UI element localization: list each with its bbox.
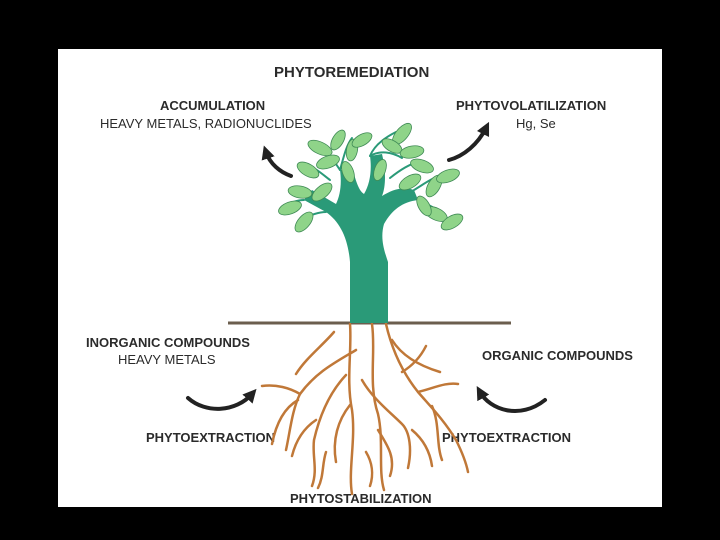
arrows <box>186 121 547 414</box>
accumulation-heading: ACCUMULATION <box>160 98 266 113</box>
phytovolatilization-detail: Hg, Se <box>516 116 556 131</box>
organic-arrow <box>476 386 547 414</box>
roots <box>260 322 470 496</box>
accumulation-detail: HEAVY METALS, RADIONUCLIDES <box>100 116 312 131</box>
phytoextraction-right-label: PHYTOEXTRACTION <box>442 430 572 445</box>
phytoextraction-left-label: PHYTOEXTRACTION <box>146 430 276 445</box>
inorganic-arrow <box>186 388 257 411</box>
phytovolatilization-heading: PHYTOVOLATILIZATION <box>456 98 607 113</box>
diagram-panel: PHYTOREMEDIATION ACCUMULATION HEAVY META… <box>58 49 662 507</box>
leaves <box>278 122 464 233</box>
phytovolatilization-arrow <box>447 121 490 162</box>
phytostabilization-label: PHYTOSTABILIZATION <box>290 491 432 506</box>
diagram-title: PHYTOREMEDIATION <box>274 64 430 81</box>
organic-heading: ORGANIC COMPOUNDS <box>482 348 633 363</box>
inorganic-heading: INORGANIC COMPOUNDS <box>86 335 250 350</box>
inorganic-detail: HEAVY METALS <box>118 352 216 367</box>
tree-trunk <box>304 154 418 323</box>
accumulation-arrow <box>261 145 293 178</box>
